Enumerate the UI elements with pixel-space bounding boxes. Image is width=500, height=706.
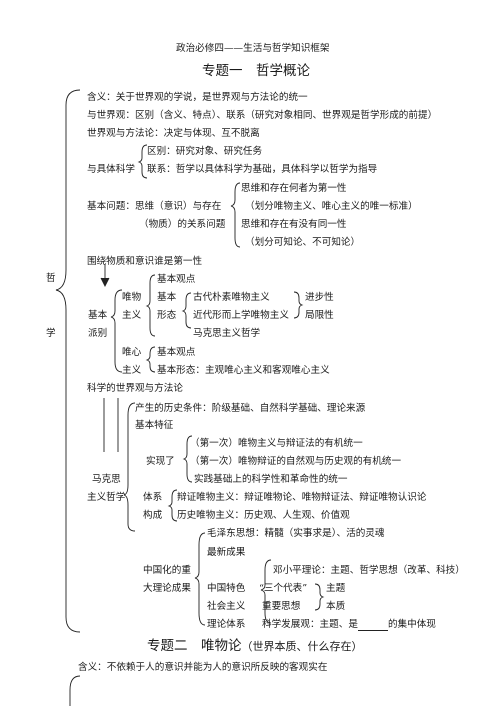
form-marxism: 马克思主义哲学 [193, 328, 261, 339]
question-brace [230, 182, 241, 248]
sinic-label-1: 中国化的重 [143, 565, 191, 576]
science-brace [137, 144, 148, 179]
schools-label-2: 派别 [88, 328, 108, 339]
topic2-title-note: （世界本质、什么存在） [241, 640, 363, 653]
realized-label: 实现了 [146, 456, 175, 467]
deng-theory: 邓小平理论：主题、哲学思想（改革、科技） [273, 565, 465, 576]
realized-2: （第一次）唯物辩证的自然观与历史观的有机统一 [190, 456, 402, 467]
sec2-brace [69, 675, 81, 706]
form-ancient: 古代朴素唯物主义 [193, 292, 270, 303]
root-char-2: 学 [46, 328, 56, 339]
historical-conditions: 产生的历史条件：阶级基础、自然科学基础、理论来源 [135, 403, 366, 414]
mat-forms-b: 形态 [157, 310, 177, 321]
theme-text: 主题 [326, 583, 346, 594]
sd-part-b: 的集中体现 [387, 619, 436, 630]
matter-meaning: 含义：不依赖于人的意识并能为人的意识所反映的客观实在 [78, 662, 328, 673]
mat-label-1: 唯物 [122, 292, 142, 303]
progress-text: 进步性 [305, 292, 334, 303]
arrow-head [100, 277, 110, 288]
schools-brace [110, 289, 123, 373]
scientific-worldview: 科学的世界观与方法论 [87, 383, 183, 394]
science-link: 联系：哲学以具体科学为基础，具体科学以哲学为指导 [147, 164, 378, 175]
root-char-1: 哲 [46, 273, 56, 284]
ide-label-1: 唯心 [122, 347, 142, 358]
newest-results: 最新成果 [207, 547, 246, 558]
mat-forms-a: 基本 [157, 292, 177, 303]
question-second-note: （划分可知论、不可知论） [245, 237, 361, 248]
worldview-relation: 与世界观：区别（含义、特点）、联系（研究对象相同、世界观是哲学形成的前提） [87, 110, 438, 121]
ide-brace [145, 346, 156, 373]
scientific-development: 科学发展观：主题、是 的集中体现 [262, 619, 436, 631]
socialism-label-2: 社会主义 [207, 601, 246, 612]
question-second: 思维和存在有没有同一性 [241, 219, 347, 230]
socialism-label-3: 理论体系 [207, 619, 246, 630]
marx-brace [123, 402, 136, 532]
sinic-label-2: 大理论成果 [143, 583, 191, 594]
basic-question-label: 基本问题：思维（意识）与存在 [87, 201, 222, 212]
system-brace [167, 489, 178, 522]
fill-blank[interactable] [357, 620, 388, 631]
basic-question-label-2: （物质）的关系问题 [139, 219, 226, 230]
topic2-title: 专题二 唯物论（世界本质、什么存在） [147, 638, 363, 655]
question-first-note: （划分唯物主义、唯心主义的唯一标准） [245, 201, 418, 212]
method-relation: 世界观与方法论：决定与体现、互不脱离 [87, 128, 260, 139]
three-brace [314, 583, 325, 611]
progress-brace [293, 291, 304, 319]
socialism-brace [260, 559, 272, 624]
science-label: 与具体科学 [87, 164, 135, 175]
three-represents: “三个代表” [259, 583, 308, 594]
philosophy-meaning: 含义：关于世界观的学说，是世界观与方法论的统一 [87, 92, 308, 103]
topic2-title-main: 专题二 唯物论 [147, 638, 242, 654]
marx-label-2: 主义哲学 [87, 492, 126, 503]
dialectical-materialism: 辩证唯物主义：辩证唯物论、唯物辩证法、辩证唯物认识论 [177, 492, 427, 503]
mao-thought: 毛泽东思想：精髓（实事求是）、活的灵魂 [207, 528, 385, 539]
system-label-b: 构成 [143, 510, 163, 521]
science-difference: 区别：研究对象、研究任务 [147, 146, 263, 157]
question-first: 思维和存在何者为第一性 [241, 183, 347, 194]
essence-text: 本质 [326, 601, 346, 612]
three-represents-thought: 重要思想 [262, 601, 301, 612]
ide-label-2: 主义 [122, 365, 142, 376]
ide-view: 基本观点 [157, 347, 196, 358]
root-brace [55, 89, 81, 633]
limit-text: 局限性 [305, 310, 334, 321]
mat-label-2: 主义 [122, 310, 142, 321]
form-modern: 近代形而上学唯物主义 [193, 310, 289, 321]
socialism-label-1: 中国特色 [207, 583, 246, 594]
ide-forms: 基本形态：主观唯心主义和客观唯心主义 [157, 365, 330, 376]
mat-brace [145, 274, 156, 337]
topic1-title: 专题一 哲学概论 [202, 63, 310, 79]
realized-1: （第一次）唯物主义与辩证法的有机统一 [190, 438, 363, 449]
around-first: 围绕物质和意识谁是第一性 [87, 256, 203, 267]
system-label-a: 体系 [143, 492, 163, 503]
sd-part-a: 科学发展观：主题、是 [262, 619, 358, 630]
historical-materialism: 历史唯物主义：历史观、人生观、价值观 [177, 510, 350, 521]
forms-brace [181, 292, 192, 329]
mat-view: 基本观点 [157, 274, 196, 285]
marx-label-1: 马克思 [92, 474, 121, 485]
sinic-brace [194, 532, 206, 626]
realized-3: 实践基础上的科学性和革命性的统一 [194, 474, 348, 485]
real-brace [182, 435, 193, 483]
doc-header: 政治必修四——生活与哲学知识框架 [176, 43, 330, 54]
basic-features: 基本特征 [135, 420, 174, 431]
schools-label-1: 基本 [88, 310, 108, 321]
